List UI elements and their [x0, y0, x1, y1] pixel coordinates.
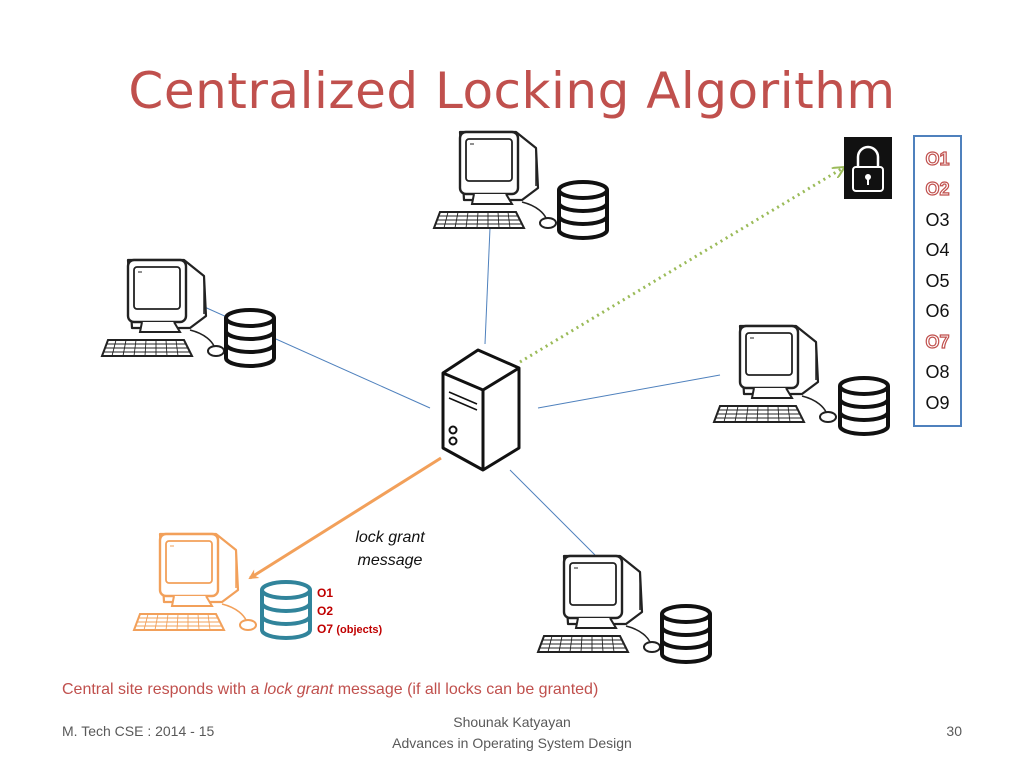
caption-after: message (if all locks can be granted)	[333, 681, 599, 698]
object-o9: O9	[925, 392, 950, 413]
database-right-icon	[838, 376, 890, 436]
granted-object-o2: O2	[317, 604, 334, 618]
footer-author-name: Shounak Katyayan	[453, 714, 571, 730]
granted-object-o7-row: O7 (objects)	[317, 620, 382, 639]
database-bottom-icon	[660, 604, 712, 664]
central-server-icon	[441, 348, 521, 472]
link-bottom-site	[509, 469, 596, 556]
requesting-database-icon	[260, 580, 312, 640]
caption-before: Central site responds with a	[62, 681, 264, 698]
object-o6: O6	[925, 301, 950, 322]
computer-left-icon	[100, 258, 226, 358]
slide-title: Centralized Locking Algorithm	[128, 62, 896, 120]
computer-top-icon	[432, 130, 558, 230]
lock-icon	[844, 137, 892, 199]
computer-right-icon	[712, 324, 838, 424]
link-right-site	[537, 374, 721, 409]
page-number: 30	[946, 723, 962, 739]
object-o2: O2	[925, 179, 950, 200]
footer-subject: Advances in Operating System Design	[392, 735, 632, 751]
object-o3: O3	[925, 209, 950, 230]
objects-note: (objects)	[336, 624, 383, 636]
caption: Central site responds with a lock grant …	[62, 681, 598, 699]
lock-grant-label-line2: message	[357, 552, 423, 569]
object-o4: O4	[925, 240, 950, 261]
lock-grant-label-line1: lock grant	[355, 529, 425, 546]
lock-request-arrow	[519, 168, 843, 364]
lock-grant-arrow	[248, 456, 442, 580]
granted-objects: O1 O2 O7 (objects)	[317, 584, 382, 639]
requesting-computer-icon	[132, 532, 258, 632]
granted-object-o1: O1	[317, 586, 334, 600]
object-o1: O1	[925, 148, 950, 169]
granted-object-o7: O7	[317, 622, 334, 636]
object-o8: O8	[925, 362, 950, 383]
footer-author: Shounak Katyayan Advances in Operating S…	[312, 712, 712, 754]
object-o5: O5	[925, 270, 950, 291]
lock-table: O1 O2 O3 O4 O5 O6 O7 O8 O9	[913, 135, 962, 427]
computer-bottom-icon	[536, 554, 662, 654]
lock-grant-label: lock grant message	[345, 526, 435, 572]
caption-emphasis: lock grant	[263, 681, 334, 698]
footer-course: M. Tech CSE : 2014 - 15	[62, 723, 215, 739]
object-o7: O7	[925, 331, 950, 352]
database-left-icon	[224, 308, 276, 368]
database-top-icon	[557, 180, 609, 240]
link-top-site	[484, 227, 491, 345]
